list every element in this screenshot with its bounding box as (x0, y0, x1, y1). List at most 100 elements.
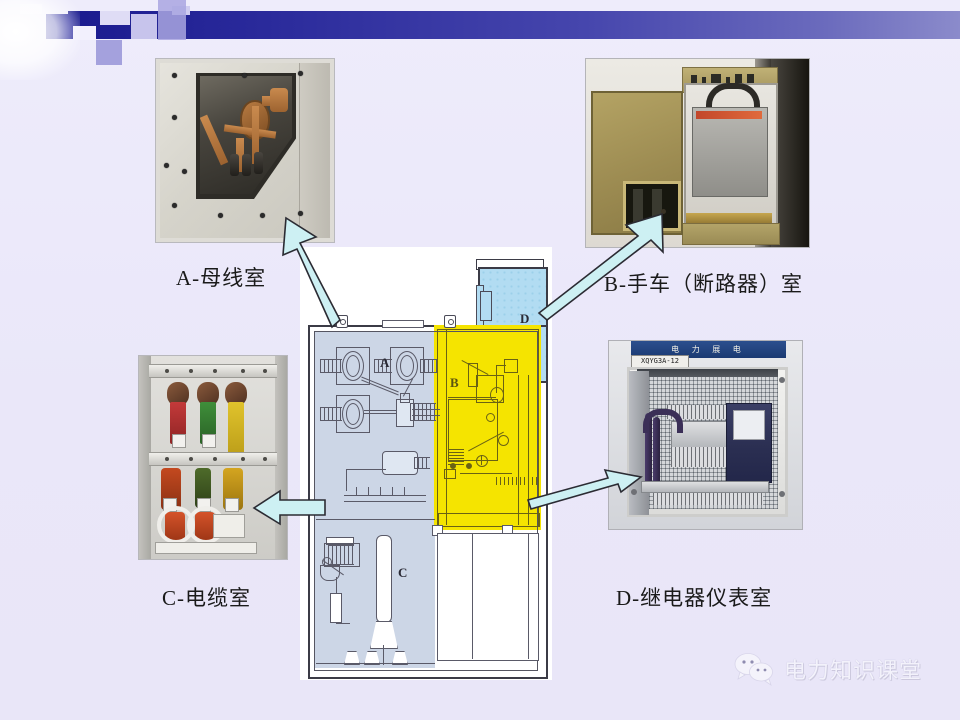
insulator-1 (230, 154, 239, 176)
lower-bushing (382, 451, 418, 475)
watermark-text: 电力知识课堂 (784, 659, 923, 684)
panel-right-edge (299, 63, 330, 238)
contact-cap (400, 393, 410, 403)
left-wall (139, 356, 151, 559)
diagram-label-c: C (398, 565, 408, 580)
contact-fingers (410, 403, 436, 421)
panel-hole-7 (218, 213, 223, 218)
mid-rail (149, 452, 277, 466)
panel-hole-3 (298, 71, 303, 76)
b-pivot-2 (498, 435, 509, 446)
upper-rail (149, 364, 277, 378)
photo-b-content (586, 59, 809, 247)
window-bar-2 (652, 189, 662, 223)
b-bottom-rail (438, 513, 540, 527)
contact-arm-2 (412, 415, 440, 416)
bottom-terminal-strip (653, 493, 763, 505)
bus-tap-5 (404, 487, 405, 495)
a-c-separator (316, 519, 435, 520)
panel-hole-10 (172, 203, 177, 208)
b-base-line (460, 473, 512, 474)
caption-cable-room: C-电缆室 (162, 586, 251, 610)
panel-indicator-row (691, 74, 754, 85)
d-connect-wire (496, 365, 506, 366)
header-square-2 (100, 11, 130, 25)
photo-busbar-compartment[interactable] (155, 58, 335, 243)
b-dot-1 (450, 463, 456, 469)
breaker-top-edge (448, 397, 496, 398)
panel-hole-8 (260, 213, 265, 218)
lower-clamp-c (225, 498, 239, 512)
diagram-d-notch-inner (480, 291, 492, 321)
clamp-b (202, 434, 216, 448)
lower-door-panel (437, 533, 539, 661)
b-foot-left (444, 469, 456, 479)
caption-breaker-truck-room: B-手车（断路器）室 (604, 272, 803, 296)
breaker-upper-arm (476, 375, 504, 403)
lower-bushing-fingers (414, 457, 430, 469)
photo-cable-compartment[interactable] (138, 355, 288, 560)
top-plate (382, 320, 424, 328)
panel-hole-9 (298, 211, 303, 216)
diagram-region-A-lower (315, 475, 435, 519)
insulator-2 (242, 154, 251, 176)
header-gradient-bar (68, 11, 960, 39)
cabinet-door[interactable] (591, 91, 683, 235)
panel-hole-6 (164, 163, 169, 168)
b-divider-right-2 (528, 375, 529, 525)
c-floor (316, 663, 435, 664)
frame-screw-1 (779, 377, 785, 383)
b-pivot-3 (476, 455, 488, 467)
ct-coil-1 (320, 359, 342, 373)
c-terminal-1 (326, 537, 354, 545)
watermark: 电力知识课堂 (733, 652, 922, 686)
header-square-5 (96, 40, 122, 65)
cable-column (376, 535, 392, 623)
ct-coil-2 (374, 359, 392, 373)
busbar-phase-a (170, 402, 186, 444)
switchgear-cross-section-diagram[interactable]: D A (300, 247, 552, 680)
busbar-link-3 (364, 410, 402, 411)
control-cable-1 (645, 413, 652, 491)
busbar-phase-c (228, 402, 244, 462)
d-connect-bracket (504, 359, 518, 373)
bottom-rail (641, 481, 769, 493)
brass-contact-rail (686, 213, 772, 225)
ct-lower-coil (328, 545, 354, 565)
earth-switch-blade (320, 565, 340, 581)
panel-knob-1 (735, 74, 742, 85)
control-cable-2 (653, 417, 660, 491)
photo-breaker-truck-compartment[interactable] (585, 58, 810, 248)
insulator-3 (254, 152, 263, 174)
d-connect-loop (490, 387, 504, 403)
bus-tap-3 (380, 487, 381, 495)
cable-bend (643, 409, 683, 433)
breaker-cable-hook (706, 83, 760, 123)
header-square-4 (158, 0, 186, 40)
panel-switch-icon (691, 75, 697, 84)
b-divider-right (518, 375, 519, 525)
terminal-box (213, 514, 245, 538)
b-pivot-1 (486, 413, 495, 422)
c-wire-2 (336, 623, 350, 624)
b-dot-2 (466, 463, 472, 469)
phase-cap-a (167, 382, 189, 406)
diagram-label-b: B (450, 375, 459, 390)
diagram-region-B[interactable] (434, 325, 541, 530)
phase-cap-c (225, 382, 247, 406)
bus-tap-2 (368, 487, 369, 495)
lower-door-split (472, 533, 473, 659)
b-pivot-3-cross-v (481, 455, 482, 465)
wechat-icon (734, 653, 773, 686)
b-bottom-comb (496, 477, 540, 485)
bus-tap-1 (356, 487, 357, 495)
panel-hole-5 (182, 169, 187, 174)
bus-run-bottom (344, 501, 426, 502)
ct-lower-frame (324, 543, 360, 567)
d-connect-wire-v (496, 365, 497, 393)
blue-banner: 电 力 展 电 (631, 341, 786, 358)
wiring-comb (667, 405, 745, 419)
photo-relay-instrument-compartment[interactable]: 电 力 展 电 XQYG3A-12 (608, 340, 803, 530)
caption-busbar-room: A-母线室 (176, 266, 267, 290)
lower-link (346, 469, 386, 470)
